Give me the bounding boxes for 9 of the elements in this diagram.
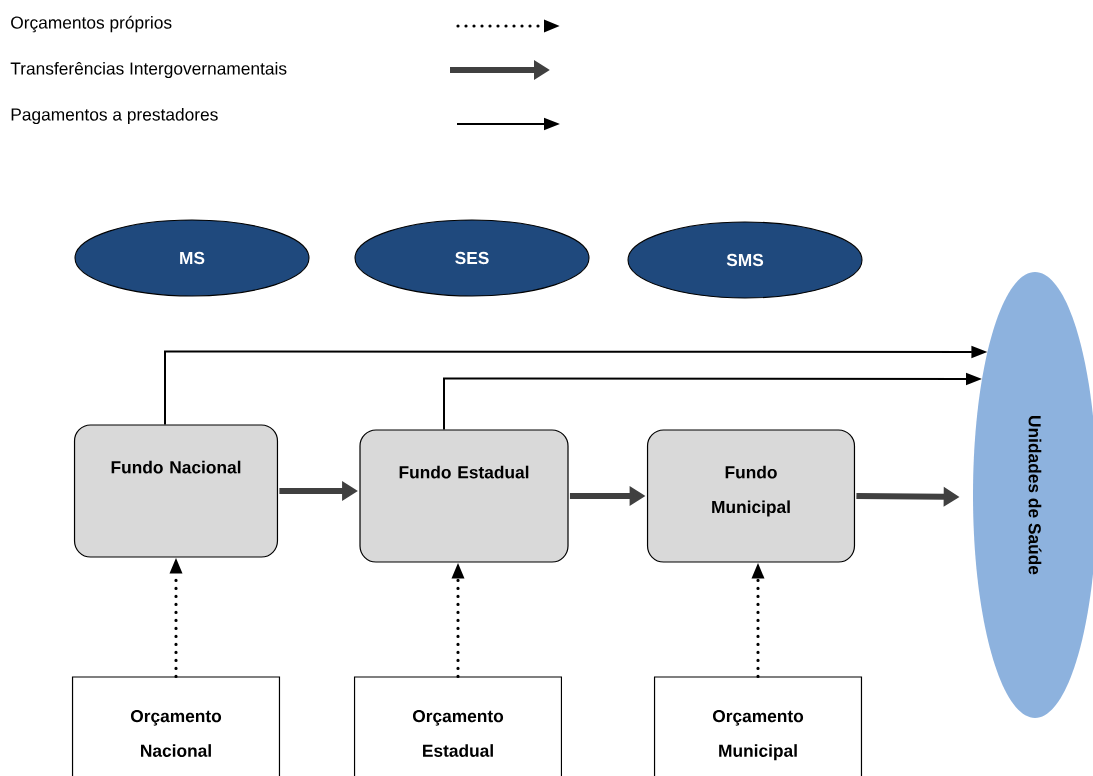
budget-box: Orçamento Nacional bbox=[71, 676, 281, 776]
legend-label: Orçamentos próprios bbox=[11, 15, 172, 33]
fund-box: Fundo Estadual bbox=[359, 429, 569, 563]
budget-box: Orçamento Municipal bbox=[653, 676, 863, 776]
budget-box: Orçamento Estadual bbox=[353, 676, 563, 776]
legend-label: Pagamentos a prestadores bbox=[11, 107, 218, 125]
fund-box: Fundo Nacional bbox=[73, 424, 279, 558]
fund-box: Fundo Municipal bbox=[646, 429, 856, 563]
legend-label: Transferências Intergovernamentais bbox=[10, 61, 287, 79]
